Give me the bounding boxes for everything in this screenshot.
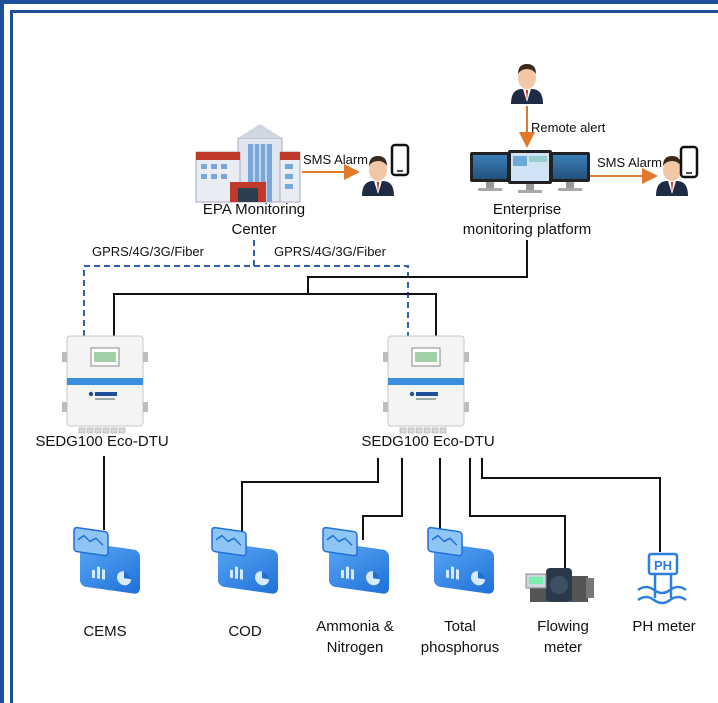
dtu-to-device-links xyxy=(103,456,661,570)
phosphorus-label-line1: Total xyxy=(444,618,476,635)
phone-icon-epa xyxy=(390,143,410,177)
flow-meter-icon xyxy=(525,568,594,602)
phosphorus-label-line2: phosphorus xyxy=(421,639,499,656)
person-icon-remote xyxy=(511,64,543,104)
platform-to-dtu-links xyxy=(113,240,528,336)
phosphorus-sensor-icon xyxy=(427,526,495,596)
epa-center-label-line1: EPA Monitoring xyxy=(203,201,305,218)
inner-frame xyxy=(10,10,718,703)
cod-sensor-icon xyxy=(211,526,279,596)
dtu-left-label: SEDG100 Eco-DTU xyxy=(35,433,168,450)
enterprise-label-line2: monitoring platform xyxy=(463,221,591,238)
dtu-right-label: SEDG100 Eco-DTU xyxy=(361,433,494,450)
sms-alarm-label-left: SMS Alarm xyxy=(303,152,368,167)
ammonia-label-line2: Nitrogen xyxy=(327,639,384,656)
ammonia-label-line1: Ammonia & xyxy=(316,618,394,635)
cems-sensor-icon xyxy=(73,526,141,596)
dtu-device-left xyxy=(61,335,149,434)
flowing-meter-label-line2: meter xyxy=(544,639,582,656)
monitors-icon xyxy=(470,150,590,193)
remote-alert-label: Remote alert xyxy=(531,120,606,135)
ammonia-sensor-icon xyxy=(322,526,390,596)
gprs-label-left: GPRS/4G/3G/Fiber xyxy=(92,244,205,259)
epa-center-label-line2: Center xyxy=(231,221,276,238)
ph-meter-label: PH meter xyxy=(632,618,695,635)
cems-label: CEMS xyxy=(83,623,126,640)
enterprise-label-line1: Enterprise xyxy=(493,201,561,218)
gprs-dashed-links xyxy=(83,240,409,336)
phone-icon-enterprise xyxy=(679,145,699,179)
gprs-label-right: GPRS/4G/3G/Fiber xyxy=(274,244,387,259)
dtu-device-right xyxy=(382,335,470,434)
sms-alarm-label-right: SMS Alarm xyxy=(597,155,662,170)
ph-meter-icon: PH xyxy=(637,552,687,605)
epa-building-icon xyxy=(195,124,301,203)
ph-badge-text: PH xyxy=(654,558,672,573)
cod-label: COD xyxy=(228,623,262,640)
flowing-meter-label-line1: Flowing xyxy=(537,618,589,635)
